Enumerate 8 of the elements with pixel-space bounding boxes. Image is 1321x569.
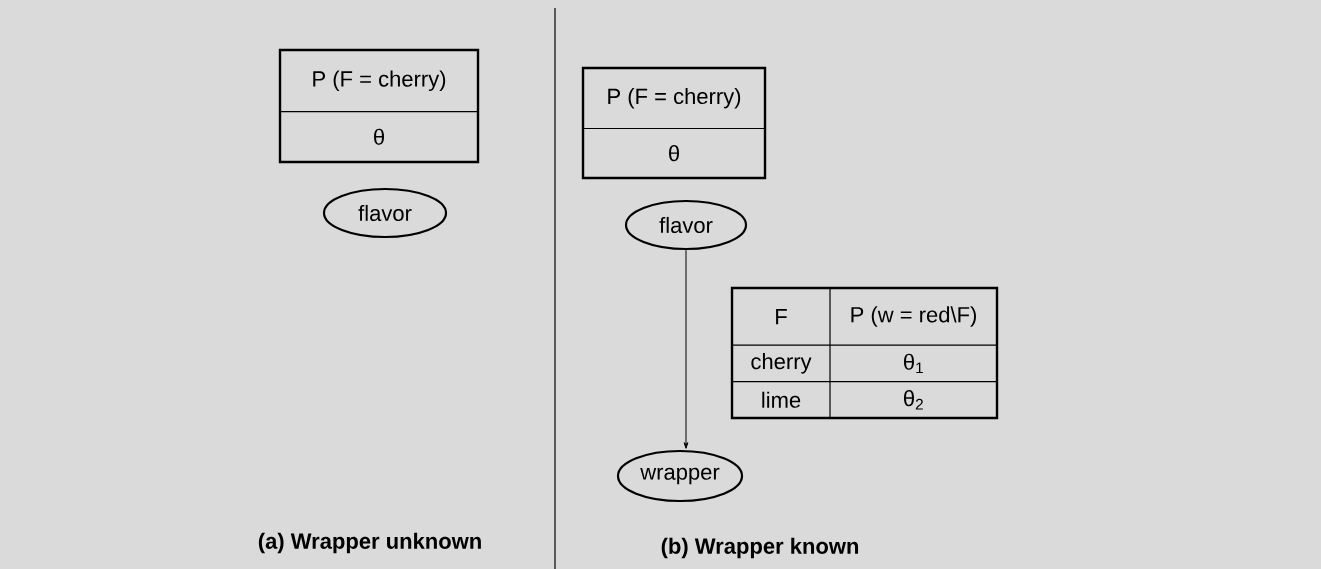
ellipse-node: flavor [624, 199, 748, 251]
caption: (a) Wrapper unknown [258, 532, 481, 554]
arrow [683, 249, 689, 449]
ellipse-node: flavor [322, 187, 448, 239]
caption: (b) Wrapper known [661, 537, 859, 559]
probability-table: P (F = cherry) θ [278, 48, 480, 164]
probability-table: F P (w = red\F) cherry θ$_{1}$ lime θ$_{2}$ [730, 286, 999, 420]
ellipse-node: wrapper [616, 449, 744, 503]
